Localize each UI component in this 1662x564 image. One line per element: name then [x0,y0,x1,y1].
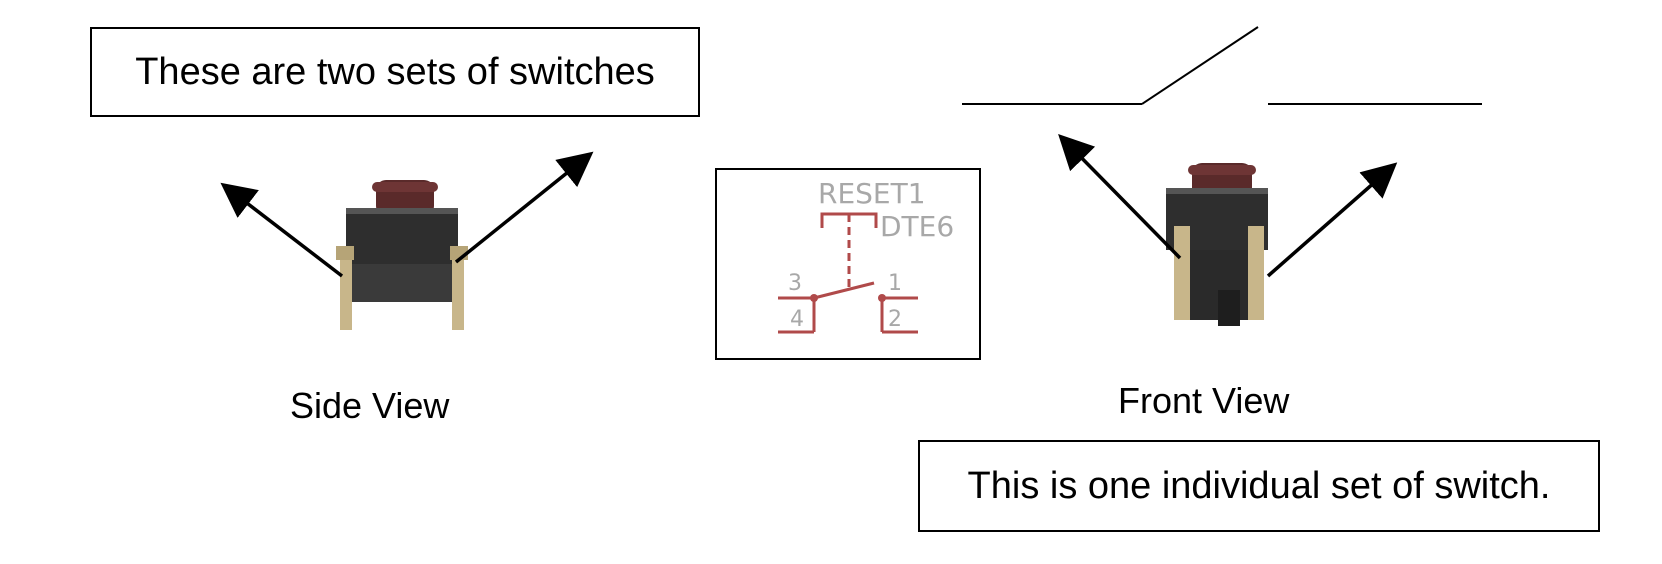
pin-left [1174,226,1190,320]
contact-dot [878,294,886,302]
callout-two-sets: These are two sets of switches [90,27,700,117]
pin-left [340,254,352,330]
side-view-switch-image [336,180,468,330]
pin-right [1248,226,1264,320]
side-view-caption: Side View [290,385,450,426]
switch-blade [1141,26,1259,105]
front-view-caption: Front View [1118,380,1290,421]
pin-label-3: 3 [788,271,802,296]
pivot-dot [810,294,818,302]
schematic-symbol: RESET1 DTE6 3 4 1 2 [715,168,981,360]
schematic-part-value: DTE6 [880,210,954,243]
open-switch-symbol [962,26,1482,105]
pin-right [452,254,464,330]
pin-label-4: 4 [790,307,804,332]
side-arrow-left [220,182,344,278]
front-view-switch-image [1166,163,1268,326]
front-arrow-right [1266,162,1398,278]
pin-label-1: 1 [888,271,902,296]
switch-body [346,208,458,264]
callout-one-set-text: This is one individual set of switch. [967,464,1551,507]
callout-two-sets-text: These are two sets of switches [135,50,655,93]
callout-one-set: This is one individual set of switch. [918,440,1600,532]
pin-label-2: 2 [888,307,902,332]
schematic-part-name: RESET1 [818,177,926,210]
front-arrow-left [1058,134,1182,260]
switch-blade [813,281,875,300]
side-arrow-right [454,151,594,264]
schematic-frame [715,168,981,360]
